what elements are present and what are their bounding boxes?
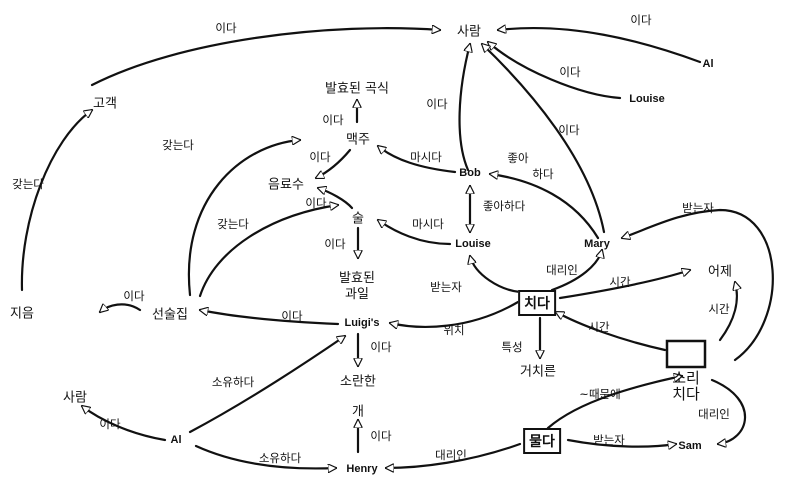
sorichida-blank-box (665, 339, 707, 369)
label-louise-sul: 마시다 (412, 217, 444, 231)
node-louise-top: Louise (629, 93, 665, 105)
edge-sorichida-mary (622, 208, 774, 362)
node-bob: Bob (459, 167, 481, 179)
label-seonsuljip-maekju: 갖는다 (162, 138, 194, 152)
edge-sorichida-eoje (718, 282, 737, 342)
label-sul-eumryosu: 이다 (305, 196, 327, 210)
label-seonsuljip-eumryosu: 갖는다 (217, 217, 249, 231)
label-luigis-seonsuljip: 이다 (281, 309, 303, 323)
edge-bob-saram (458, 44, 470, 172)
node-chida: 치다 (518, 290, 556, 316)
edge-louise-sul (378, 220, 452, 246)
label-al-luigis: 소유하다 (211, 375, 255, 389)
edge-mary-bob (490, 174, 600, 240)
node-mulda: 물다 (523, 428, 561, 454)
label-mary-bob-1: 좋아 (507, 151, 529, 165)
label-chida-louise: 받는자 (430, 280, 462, 294)
edge-seonsuljip-jieum (100, 304, 142, 312)
label-maekju-eumryosu: 이다 (309, 150, 331, 164)
label-al-saram-bottom: 이다 (99, 417, 121, 431)
label-sorichida-chida: 시간 (588, 320, 610, 334)
node-mary: Mary (584, 238, 610, 250)
label-seonsuljip-jieum: 이다 (123, 289, 145, 303)
edge-mulda-sorichida (546, 376, 682, 430)
edge-jieum-gogaek (20, 110, 92, 292)
label-sorichida-eoje: 시간 (708, 302, 730, 316)
edge-al-saram-bottom (82, 406, 167, 442)
label-maekju-goksik: 이다 (322, 113, 344, 127)
label-sul-gwail: 이다 (324, 237, 346, 251)
node-soranhan: 소란한 (340, 374, 376, 390)
node-al-top: Al (702, 58, 714, 70)
edge-sorichida-chida (556, 310, 667, 352)
label-chida-geochileun: 특성 (501, 340, 523, 354)
label-gogaek-saram: 이다 (215, 21, 237, 35)
node-maekju: 맥주 (346, 132, 370, 148)
edge-seonsuljip-eumryosu (198, 205, 338, 298)
label-al-henry: 소유하다 (258, 451, 302, 465)
node-saram-top: 사람 (457, 24, 481, 40)
node-baryo-gwail: 발효된 과일 (339, 271, 375, 302)
edge-al-saram (498, 28, 702, 64)
edge-louise-saram (488, 42, 622, 100)
label-chida-mary: 대리인 (546, 263, 578, 277)
label-bob-louise: 좋아하다 (482, 199, 526, 213)
label-mulda-henry: 대리인 (435, 448, 467, 462)
label-mulda-sam: 받는자 (593, 433, 625, 447)
edge-chida-louise (470, 256, 522, 294)
node-baryo-goksik: 발효된 곡식 (325, 81, 389, 97)
edge-chida-mary (550, 250, 602, 292)
label-al-saram: 이다 (630, 13, 652, 27)
edge-gogaek-saram (90, 28, 440, 87)
edge-sorichida-sam (710, 378, 747, 444)
node-gae: 개 (352, 404, 364, 420)
edge-chida-luigis (390, 300, 520, 327)
label-mary-bob-2: 하다 (532, 167, 554, 181)
node-sam: Sam (678, 440, 702, 452)
label-louise-saram: 이다 (559, 65, 581, 79)
edge-sul-eumryosu (318, 188, 354, 210)
node-henry: Henry (346, 463, 378, 475)
label-sorichida-sam: 대리인 (698, 407, 730, 421)
node-gogaek: 고객 (93, 96, 117, 112)
edge-chida-eoje (558, 270, 690, 300)
label-bob-saram: 이다 (426, 97, 448, 111)
edge-mulda-sam (566, 438, 676, 447)
edge-bob-maekju (378, 146, 457, 174)
node-eumryosu: 음료수 (268, 177, 304, 193)
node-jieum: 지음 (10, 306, 34, 322)
edge-al-luigis (188, 336, 345, 434)
node-geochileun: 거치른 (520, 364, 556, 380)
label-chida-eoje: 시간 (609, 275, 631, 289)
label-chida-luigis: 위치 (443, 323, 465, 337)
node-saram-bottom: 사람 (63, 390, 87, 406)
label-mulda-sorichida: ~때문에 (579, 387, 621, 401)
node-sul: 술 (352, 211, 364, 227)
node-louise-mid: Louise (455, 238, 491, 250)
node-seonsuljip: 선술집 (152, 307, 188, 323)
label-henry-gae: 이다 (370, 429, 392, 443)
edge-mary-saram (482, 44, 606, 234)
label-mary-saram: 이다 (558, 123, 580, 137)
label-bob-maekju: 마시다 (410, 150, 442, 164)
node-eoje: 어제 (708, 264, 732, 280)
node-sorichida: 소리 치다 (672, 369, 700, 403)
node-luigis: Luigi's (344, 317, 380, 329)
edge-seonsuljip-maekju (187, 140, 300, 297)
node-al-bottom: Al (170, 434, 182, 446)
edge-maekju-eumryosu (316, 148, 352, 180)
edge-luigis-seonsuljip (200, 310, 340, 326)
label-jieum-gogaek: 갖는다 (12, 177, 44, 191)
edge-al-henry (194, 444, 338, 468)
label-sorichida-mary: 받는자 (682, 201, 714, 215)
edge-mulda-henry (384, 442, 522, 468)
label-luigis-soranhan: 이다 (370, 340, 392, 354)
